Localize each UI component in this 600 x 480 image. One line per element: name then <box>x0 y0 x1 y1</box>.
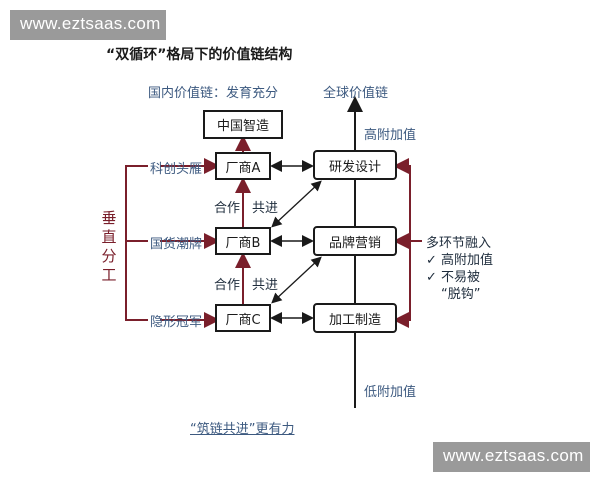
manufacturer-a-box: 厂商A <box>215 152 271 180</box>
advance-label-1: 共进 <box>252 201 279 216</box>
domestic-chain-label: 国内价值链：发育充分 <box>148 86 279 101</box>
low-value-label: 低附加值 <box>364 385 417 400</box>
manufacturer-c-box: 厂商C <box>215 304 271 332</box>
rd-design-box: 研发设计 <box>313 150 397 180</box>
check-icon: ✓ <box>426 270 437 285</box>
diag-b-rd <box>271 180 322 228</box>
brand-marketing-box: 品牌营销 <box>313 226 397 256</box>
multi-link-bracket <box>408 165 411 321</box>
benefit-item-1: ✓ 高附加值 <box>426 249 493 268</box>
china-smart-manufacturing-box: 中国智造 <box>203 110 283 139</box>
vertical-division-label-3: 分 <box>101 247 117 265</box>
vertical-division-label-4: 工 <box>101 266 117 284</box>
tier-label-innovation: 科创头雁 <box>150 162 203 177</box>
global-chain-label: 全球价值链 <box>323 86 389 101</box>
manufacturer-b-box: 厂商B <box>215 227 271 255</box>
tier-label-trend-brand: 国货潮牌 <box>150 237 203 252</box>
watermark-top: www.eztsaas.com <box>10 10 166 40</box>
high-value-label: 高附加值 <box>364 128 417 143</box>
vertical-division-bracket <box>125 165 148 321</box>
advance-label-2: 共进 <box>252 278 279 293</box>
multi-link-label: 多环节融入 <box>426 236 492 251</box>
diag-c-brand <box>271 256 322 304</box>
cooperate-label-2: 合作 <box>214 278 241 293</box>
tier-label-hidden-champion: 隐形冠军 <box>150 315 203 330</box>
processing-manufacturing-box: 加工制造 <box>313 303 397 333</box>
watermark-bottom: www.eztsaas.com <box>433 442 590 472</box>
vertical-division-label-1: 垂 <box>101 209 117 227</box>
benefit-text-2-tail: “脱钩” <box>441 287 481 302</box>
vertical-division-label-2: 直 <box>101 228 117 246</box>
benefit-item-2: ✓ 不易被 <box>426 266 480 285</box>
benefit-text-2: 不易被 <box>441 270 481 285</box>
diagram-title: “双循环”格局下的价值链结构 <box>106 47 293 63</box>
slogan: “筑链共进”更有力 <box>190 422 295 437</box>
benefit-text-1: 高附加值 <box>441 253 494 268</box>
cooperate-label-1: 合作 <box>214 201 241 216</box>
check-icon: ✓ <box>426 253 437 268</box>
